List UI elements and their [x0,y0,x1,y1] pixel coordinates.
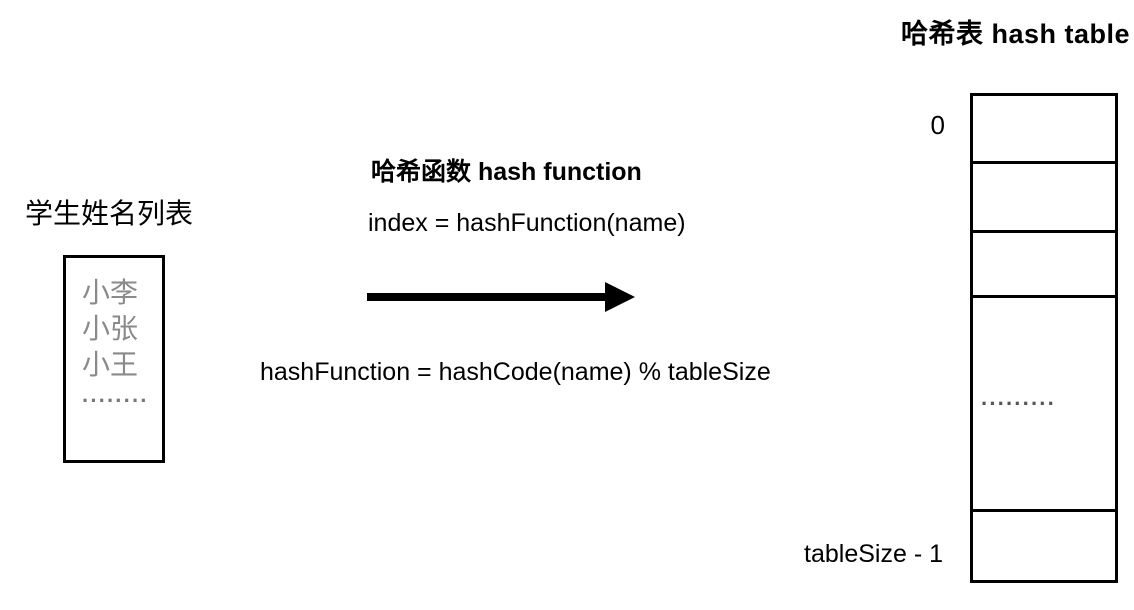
hash-function-definition-text: hashFunction = hashCode(name) % tableSiz… [260,358,771,386]
hash-table: ········· [970,93,1118,583]
table-cell [973,512,1115,580]
name-list-ellipsis: ········ [82,388,149,413]
name-item: 小王 [82,349,139,380]
index-last-label: tableSize - 1 [804,540,943,568]
name-list-label: 学生姓名列表 [25,198,194,229]
table-cell [973,233,1115,298]
table-cell [973,164,1115,233]
name-list-box: 小李 小张 小王 ········ [63,255,165,463]
name-item: 小张 [82,313,139,344]
index-zero-label: 0 [930,110,945,140]
arrow-right-icon [367,282,635,312]
index-formula-text: index = hashFunction(name) [368,209,686,237]
table-cell [973,96,1115,164]
table-cell: ········· [973,298,1115,512]
diagram-title: 哈希表 hash table [900,19,1130,49]
table-ellipsis: ········· [981,390,1056,416]
hash-function-heading: 哈希函数 hash function [371,158,642,186]
name-item: 小李 [82,277,139,308]
